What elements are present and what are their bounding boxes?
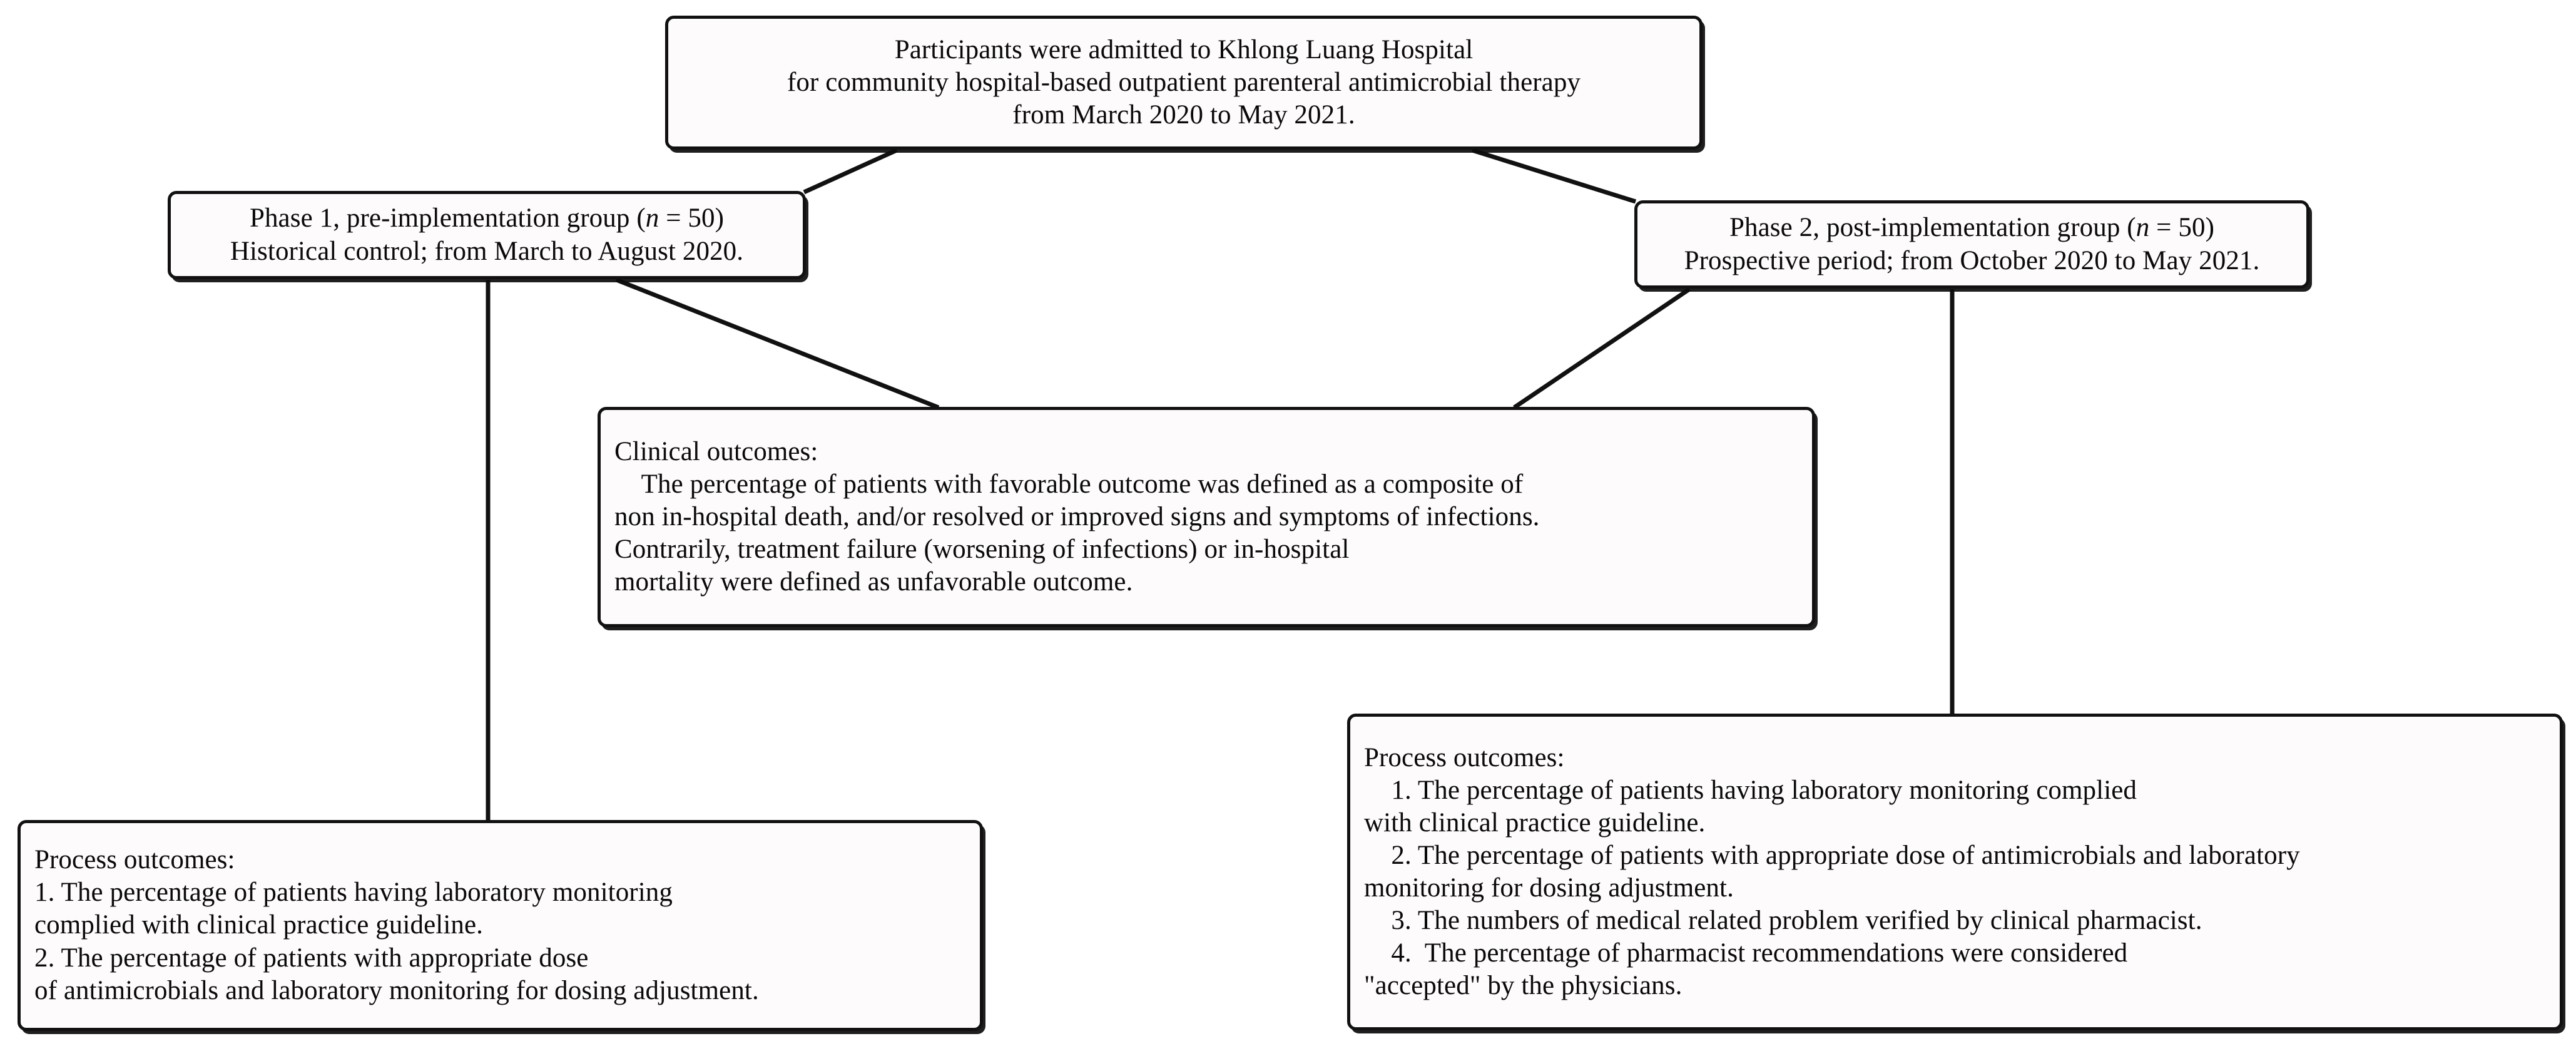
clinical-outcomes-line-3: Contrarily, treatment failure (worsening…	[614, 535, 1350, 564]
admission-box: Participants were admitted to Khlong Lua…	[665, 16, 1703, 150]
process-right-line-6: 4. The percentage of pharmacist recommen…	[1364, 938, 2128, 968]
process-right-heading: Process outcomes:	[1364, 742, 1565, 772]
edge-phase1-to-clinical	[615, 277, 940, 410]
process-left-line-3: 2. The percentage of patients with appro…	[34, 943, 589, 973]
process-right-line-3: 2. The percentage of patients with appro…	[1364, 840, 2300, 870]
process-right-line-1: 1. The percentage of patients having lab…	[1364, 775, 2137, 805]
process-right-line-7: "accepted" by the physicians.	[1364, 971, 1683, 1001]
process-right-line-5: 3. The numbers of medical related proble…	[1364, 906, 2202, 936]
edge-admission-to-phase1	[803, 148, 898, 195]
edge-phase2-to-clinical	[1513, 287, 1691, 409]
process-right-line-4: monitoring for dosing adjustment.	[1364, 873, 1734, 903]
clinical-outcomes-line-4: mortality were defined as unfavorable ou…	[614, 567, 1133, 597]
process-left-line-1: 1. The percentage of patients having lab…	[34, 878, 673, 908]
admission-line-1: Participants were admitted to Khlong Lua…	[894, 34, 1474, 64]
admission-line-2: for community hospital-based outpatient …	[787, 67, 1581, 97]
process-left-heading: Process outcomes:	[34, 845, 235, 875]
process-left-line-2: complied with clinical practice guidelin…	[34, 910, 484, 940]
phase-2-line-1: Phase 2, post-implementation group (n = …	[1729, 213, 2214, 243]
phase-1-line-1: Phase 1, pre-implementation group (n = 5…	[249, 203, 725, 233]
clinical-outcomes-line-2: non in-hospital death, and/or resolved o…	[614, 501, 1540, 531]
clinical-outcomes-heading: Clinical outcomes:	[614, 436, 818, 466]
phase-1-box: Phase 1, pre-implementation group (n = 5…	[168, 191, 806, 279]
clinical-outcomes-line-1: The percentage of patients with favorabl…	[614, 469, 1524, 499]
process-outcomes-phase1-box: Process outcomes: 1. The percentage of p…	[18, 820, 983, 1031]
process-right-line-2: with clinical practice guideline.	[1364, 807, 1706, 838]
admission-line-3: from March 2020 to May 2021.	[1012, 100, 1355, 130]
phase-2-box: Phase 2, post-implementation group (n = …	[1634, 200, 2309, 289]
phase-2-line-2: Prospective period; from October 2020 to…	[1684, 245, 2260, 275]
phase-1-line-2: Historical control; from March to August…	[230, 236, 744, 266]
edge-admission-to-phase2	[1471, 148, 1637, 204]
process-outcomes-phase2-box: Process outcomes: 1. The percentage of p…	[1347, 714, 2563, 1030]
process-left-line-4: of antimicrobials and laboratory monitor…	[34, 975, 759, 1005]
clinical-outcomes-box: Clinical outcomes: The percentage of pat…	[598, 407, 1815, 627]
